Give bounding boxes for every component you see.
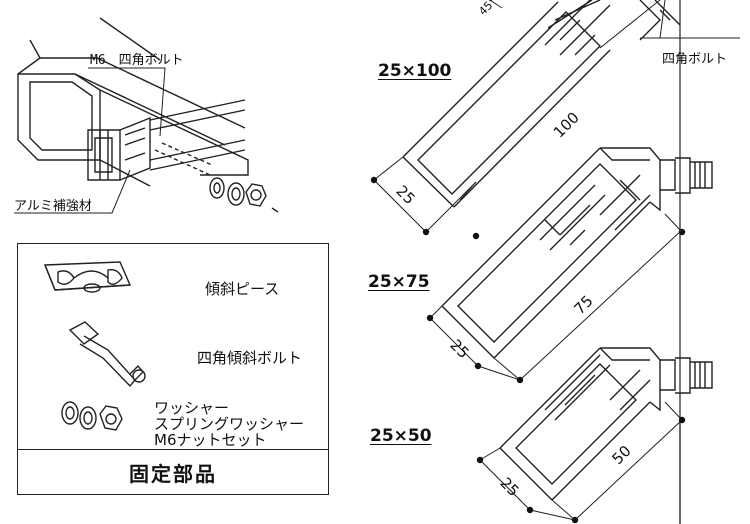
m6-nut-set-line: M6ナットセット (154, 430, 267, 449)
aluminum-reinforcement-label: アルミ補強材 (14, 199, 92, 214)
profile-25x50-drawing (479, 347, 713, 524)
dimension-points-middle (426, 314, 524, 384)
fixing-parts-title: 固定部品 (18, 449, 328, 494)
washer-nut-set-illustration (61, 401, 123, 431)
square-slope-bolt-label: 四角傾斜ボルト (197, 349, 303, 367)
slope-piece-label: 傾斜ピース (205, 280, 280, 298)
washer-line: ワッシャー (154, 399, 230, 417)
profile-25x75-drawing (429, 147, 713, 381)
spring-washer-line: スプリングワッシャー (154, 414, 305, 433)
size-25x100-label: 25×100 (378, 61, 452, 81)
square-slope-bolt-illustration (68, 321, 146, 388)
square-bolt-label: 四角ボルト (662, 52, 728, 67)
frame-with-reinforcement-drawing (14, 17, 279, 214)
size-25x75-label: 25×75 (368, 272, 430, 292)
washer-nut-set-label: ワッシャー スプリングワッシャー M6ナットセット (154, 399, 305, 449)
size-25x50-label: 25×50 (370, 426, 432, 446)
dimension-points-top (370, 176, 686, 240)
slope-piece-illustration (43, 261, 132, 293)
dimension-points-bottom (476, 416, 686, 524)
fixing-parts-box: 傾斜ピース 四角傾斜ボルト ワッシャー スプリングワッシャー M6ナットセット … (17, 243, 329, 495)
m6-square-bolt-label: M6 四角ボルト (90, 53, 184, 68)
